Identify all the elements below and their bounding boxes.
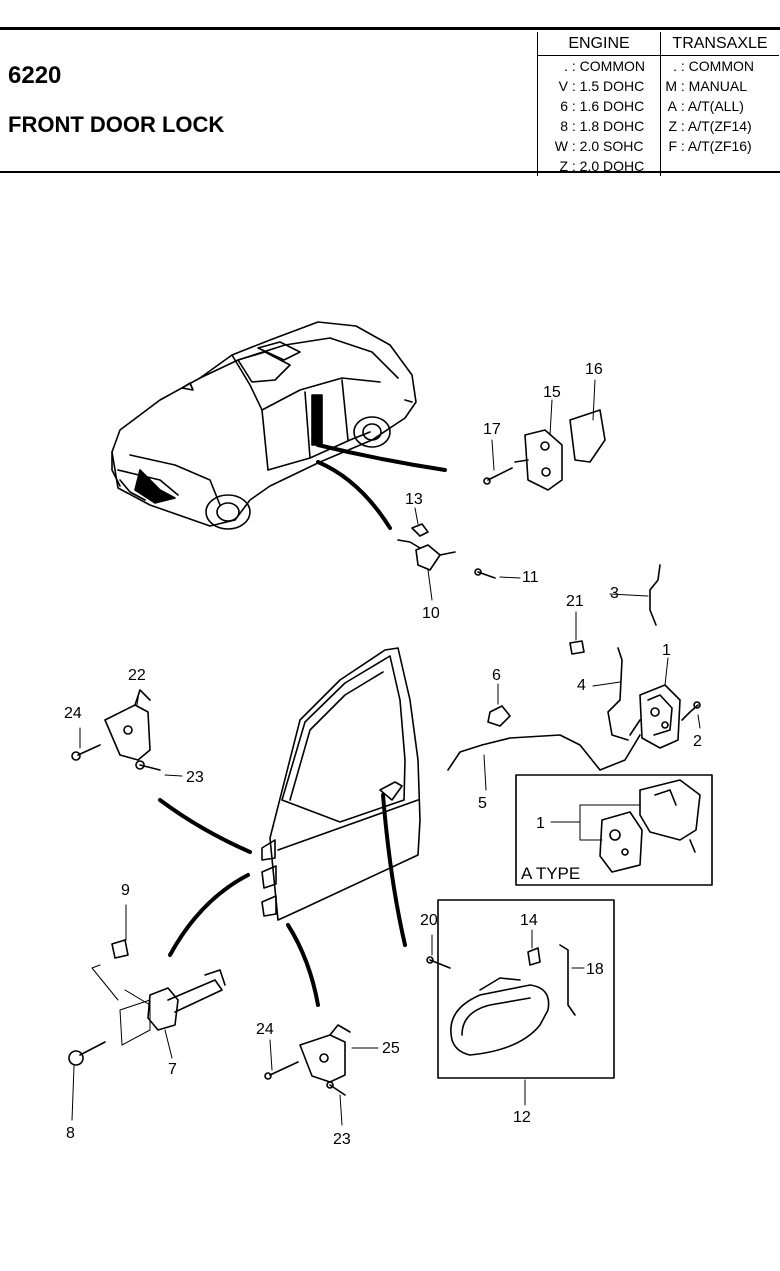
engine-row: Z : 2.0 DOHC xyxy=(537,156,661,176)
rod-part-4 xyxy=(607,647,629,741)
rod-part-15 xyxy=(559,944,576,1016)
header-top-rule xyxy=(0,27,780,30)
callout-3: 3 xyxy=(610,585,619,602)
callout-group: 16 15 17 13 11 10 3 21 1 4 6 2 5 1 22 24… xyxy=(64,361,702,1148)
callout-9: 9 xyxy=(121,882,130,899)
bolt-head xyxy=(135,760,145,770)
callout-16: 15 xyxy=(543,384,561,401)
engine-heading: ENGINE xyxy=(537,32,661,56)
engine-row: . : COMMON xyxy=(537,55,661,76)
callout-4: 4 xyxy=(577,677,586,694)
a-type-actuator xyxy=(599,779,701,873)
screw-head xyxy=(483,477,491,485)
bolt-part-8 xyxy=(79,1041,106,1056)
outside-handle-box xyxy=(437,899,615,1079)
a-type-label: A TYPE xyxy=(521,864,580,883)
engine-row: V : 1.5 DOHC xyxy=(537,76,661,96)
leader-swoosh xyxy=(381,793,407,947)
bolt-head xyxy=(71,751,81,761)
leader-swoosh xyxy=(168,873,250,957)
callout-23: 23 xyxy=(186,769,204,786)
lower-hinge-part-25 xyxy=(299,1024,351,1083)
bolt-head xyxy=(426,956,434,964)
screw-part-2 xyxy=(681,704,699,721)
transaxle-row: Z : A/T(ZF14) xyxy=(668,118,752,134)
callout-1-a-type: 1 xyxy=(536,815,545,832)
transaxle-row: A : A/T(ALL) xyxy=(667,98,744,114)
clip-part-6 xyxy=(487,705,511,727)
leader-lines xyxy=(71,379,701,1126)
transaxle-row: M : MANUAL xyxy=(665,78,748,94)
section-code: 6220 xyxy=(8,62,62,89)
callout-18: 17 xyxy=(483,421,501,438)
callout-24-lower: 24 xyxy=(256,1021,274,1038)
bolt-part-9 xyxy=(111,939,129,959)
callout-17: 16 xyxy=(585,361,603,378)
bolt-head xyxy=(326,1081,334,1089)
a-type-box xyxy=(515,774,713,886)
transaxle-heading: TRANSAXLE xyxy=(660,32,779,56)
outside-handle-part-13 xyxy=(450,977,550,1056)
leader-9 xyxy=(91,964,119,1001)
legend-table: ENGINE TRANSAXLE . : COMMON . : COMMON V… xyxy=(537,32,779,176)
callout-14: 14 xyxy=(520,912,538,929)
plate-part-17 xyxy=(569,409,606,463)
header-bottom-rule xyxy=(0,171,780,173)
bolt-part-24b xyxy=(269,1061,299,1076)
screw-part-18 xyxy=(487,467,513,481)
bolt-head xyxy=(264,1072,272,1080)
door-checker-part-7 xyxy=(119,969,226,1046)
engine-row: 6 : 1.6 DOHC xyxy=(537,96,661,116)
callout-20: 20 xyxy=(420,912,438,929)
bolt-head xyxy=(474,568,482,576)
leader-swoosh xyxy=(316,443,447,472)
engine-row: 8 : 1.8 DOHC xyxy=(537,116,661,136)
bolt-part-24 xyxy=(77,744,101,756)
bolt-head xyxy=(68,1050,84,1066)
callout-25: 25 xyxy=(382,1040,400,1057)
callout-2: 2 xyxy=(693,733,702,750)
pad-part-21 xyxy=(569,640,585,655)
leader-swoosh xyxy=(286,923,320,1007)
door-switch-part-10 xyxy=(397,539,456,571)
upper-hinge-part-22 xyxy=(104,689,151,761)
front-door xyxy=(261,647,421,921)
engine-row: W : 2.0 SOHC xyxy=(537,136,661,156)
leader-swoosh xyxy=(316,460,392,530)
screw-head xyxy=(693,701,701,709)
callout-7: 7 xyxy=(168,1061,177,1078)
page-title: FRONT DOOR LOCK xyxy=(8,112,225,137)
callout-1: 1 xyxy=(662,642,671,659)
striker-part-16 xyxy=(514,429,563,491)
callout-22: 22 xyxy=(128,667,146,684)
callout-23-lower: 23 xyxy=(333,1131,351,1148)
callout-15: 18 xyxy=(586,961,604,978)
callout-13: 12 xyxy=(513,1109,531,1126)
rod-part-3 xyxy=(649,564,661,626)
callout-8: 8 xyxy=(66,1125,75,1142)
clip-part-14 xyxy=(527,947,541,966)
callout-6: 6 xyxy=(492,667,501,684)
callout-11: 11 xyxy=(522,569,539,586)
callout-12: 13 xyxy=(405,491,423,508)
callout-10: 10 xyxy=(422,605,440,622)
callout-5: 5 xyxy=(478,795,487,812)
cable-part-5 xyxy=(447,734,641,771)
callout-21: 21 xyxy=(566,593,584,610)
car-illustration xyxy=(111,321,417,530)
leader-swoosh xyxy=(158,798,252,854)
bushing-part-12 xyxy=(411,523,429,537)
callout-24: 24 xyxy=(64,705,82,722)
transaxle-row: . : COMMON xyxy=(673,58,754,74)
transaxle-row: F : A/T(ZF16) xyxy=(668,138,752,154)
